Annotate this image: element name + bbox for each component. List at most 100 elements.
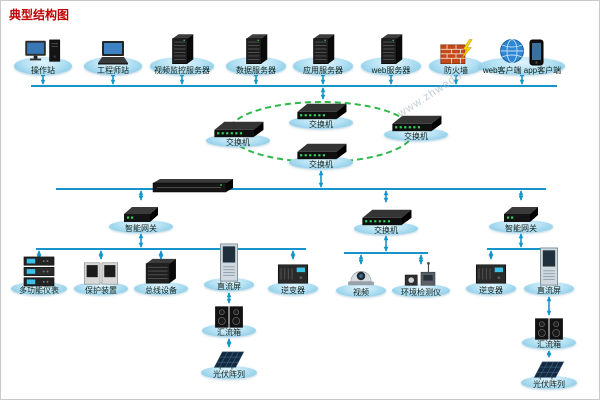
node-label: web客户端 app客户端 <box>482 66 562 76</box>
server-rack-icon <box>378 31 404 67</box>
dc-panel-icon <box>217 243 241 283</box>
combiner-box-icon <box>532 317 566 341</box>
switch-icon <box>293 101 349 121</box>
switch-icon <box>358 207 414 227</box>
node-label: 保护装置 <box>85 286 117 296</box>
node-label: 交换机 <box>309 120 333 130</box>
platform-ellipse <box>354 222 418 235</box>
pv-array-icon <box>207 349 251 371</box>
node-label: 逆变器 <box>281 286 305 296</box>
node-smart-gateway-left: 智能网关 <box>109 201 173 233</box>
node-video-surveillance-server: 视频监控服务器 <box>150 27 214 75</box>
node-label: 直流屏 <box>217 282 241 292</box>
platform-ellipse <box>109 220 173 233</box>
node-label: 智能网关 <box>505 224 537 234</box>
platform-ellipse <box>361 57 421 75</box>
firewall-icon <box>439 38 473 66</box>
gateway-icon <box>119 203 163 225</box>
node-label: 智能网关 <box>125 224 157 234</box>
platform-ellipse <box>204 278 254 291</box>
platform-ellipse <box>84 57 142 75</box>
node-label: web服务器 <box>371 66 411 76</box>
node-label: 操作站 <box>31 66 55 76</box>
platform-ellipse <box>479 57 565 75</box>
bus-lines <box>31 85 557 254</box>
environment-sensor-icon <box>401 261 441 289</box>
node-label: 工程师站 <box>97 66 129 76</box>
switch-icon <box>210 119 266 139</box>
node-smart-gateway-right: 智能网关 <box>489 201 553 233</box>
platform-ellipse <box>226 57 286 75</box>
dome-camera-icon <box>344 264 378 288</box>
protection-relay-icon <box>81 260 121 286</box>
globe-phone-icon <box>499 37 545 67</box>
platform-ellipse <box>289 116 353 129</box>
node-switch-ring-bottom: 交换机 <box>289 135 353 169</box>
platform-ellipse <box>268 282 318 295</box>
server-rack-icon <box>243 31 269 67</box>
node-application-server: 应用服务器 <box>293 27 353 75</box>
node-label: 交换机 <box>309 160 333 170</box>
node-combiner-box-left: 汇流箱 <box>202 305 256 337</box>
node-label: 光伏阵列 <box>533 380 565 390</box>
node-label: 交换机 <box>226 138 250 148</box>
node-label: 汇流箱 <box>537 340 561 350</box>
platform-ellipse <box>150 57 214 75</box>
platform-ellipse <box>521 376 577 389</box>
node-pv-array-right: 光伏阵列 <box>521 359 577 389</box>
node-label: 多功能仪表 <box>19 286 59 296</box>
node-label: 光伏阵列 <box>213 370 245 380</box>
node-label: 环境检测仪 <box>401 288 441 298</box>
node-label: 总线设备 <box>145 286 177 296</box>
platform-ellipse <box>524 282 574 295</box>
dc-panel-icon <box>537 247 561 287</box>
node-label: 交换机 <box>404 132 428 142</box>
node-engineer-station: 工程师站 <box>84 27 142 75</box>
node-label: 视频监控服务器 <box>154 66 210 76</box>
node-dc-panel-right: 直流屏 <box>524 251 574 295</box>
node-label: 应用服务器 <box>303 66 343 76</box>
node-label: 汇流箱 <box>217 328 241 338</box>
node-label: 防火墙 <box>444 66 468 76</box>
platform-ellipse <box>293 57 353 75</box>
node-label: 数据服务器 <box>236 66 276 76</box>
bus-equipment-icon <box>142 258 180 286</box>
node-switch-ring-left: 交换机 <box>206 113 270 147</box>
node-dc-panel-left: 直流屏 <box>204 247 254 291</box>
node-label: 视频 <box>353 288 369 298</box>
node-inverter-left: 逆变器 <box>268 257 318 295</box>
server-rack-icon <box>310 31 336 67</box>
node-video-camera: 视频 <box>336 261 386 297</box>
node-switch-ring-right: 交换机 <box>384 107 448 141</box>
node-multifunction-meter: 多功能仪表 <box>11 257 67 295</box>
node-web-server: web服务器 <box>361 27 421 75</box>
platform-ellipse <box>336 284 386 297</box>
platform-ellipse <box>384 128 448 141</box>
platform-ellipse <box>289 156 353 169</box>
node-inverter-right: 逆变器 <box>466 257 516 295</box>
platform-ellipse <box>134 282 188 295</box>
inverter-icon <box>275 262 311 286</box>
combiner-box-icon <box>212 305 246 329</box>
rackmount-server-icon <box>151 178 235 194</box>
node-web-app-client: web客户端 app客户端 <box>479 27 565 75</box>
switch-icon <box>388 113 444 133</box>
node-combiner-box-right: 汇流箱 <box>522 317 576 349</box>
platform-ellipse <box>206 134 270 147</box>
platform-ellipse <box>74 282 128 295</box>
platform-ellipse <box>489 220 553 233</box>
meter-stack-icon <box>19 255 59 287</box>
node-label: 交换机 <box>374 226 398 236</box>
node-label: 逆变器 <box>479 286 503 296</box>
node-protection-device: 保护装置 <box>74 257 128 295</box>
node-data-server: 数据服务器 <box>226 27 286 75</box>
node-switch-distribution: 交换机 <box>354 203 418 235</box>
platform-ellipse <box>392 284 450 297</box>
node-firewall: 防火墙 <box>429 27 483 75</box>
pv-array-icon <box>527 359 571 381</box>
server-rack-icon <box>169 31 195 67</box>
platform-ellipse <box>201 366 257 379</box>
node-bus-equipment: 总线设备 <box>134 257 188 295</box>
node-pv-array-left: 光伏阵列 <box>201 349 257 379</box>
